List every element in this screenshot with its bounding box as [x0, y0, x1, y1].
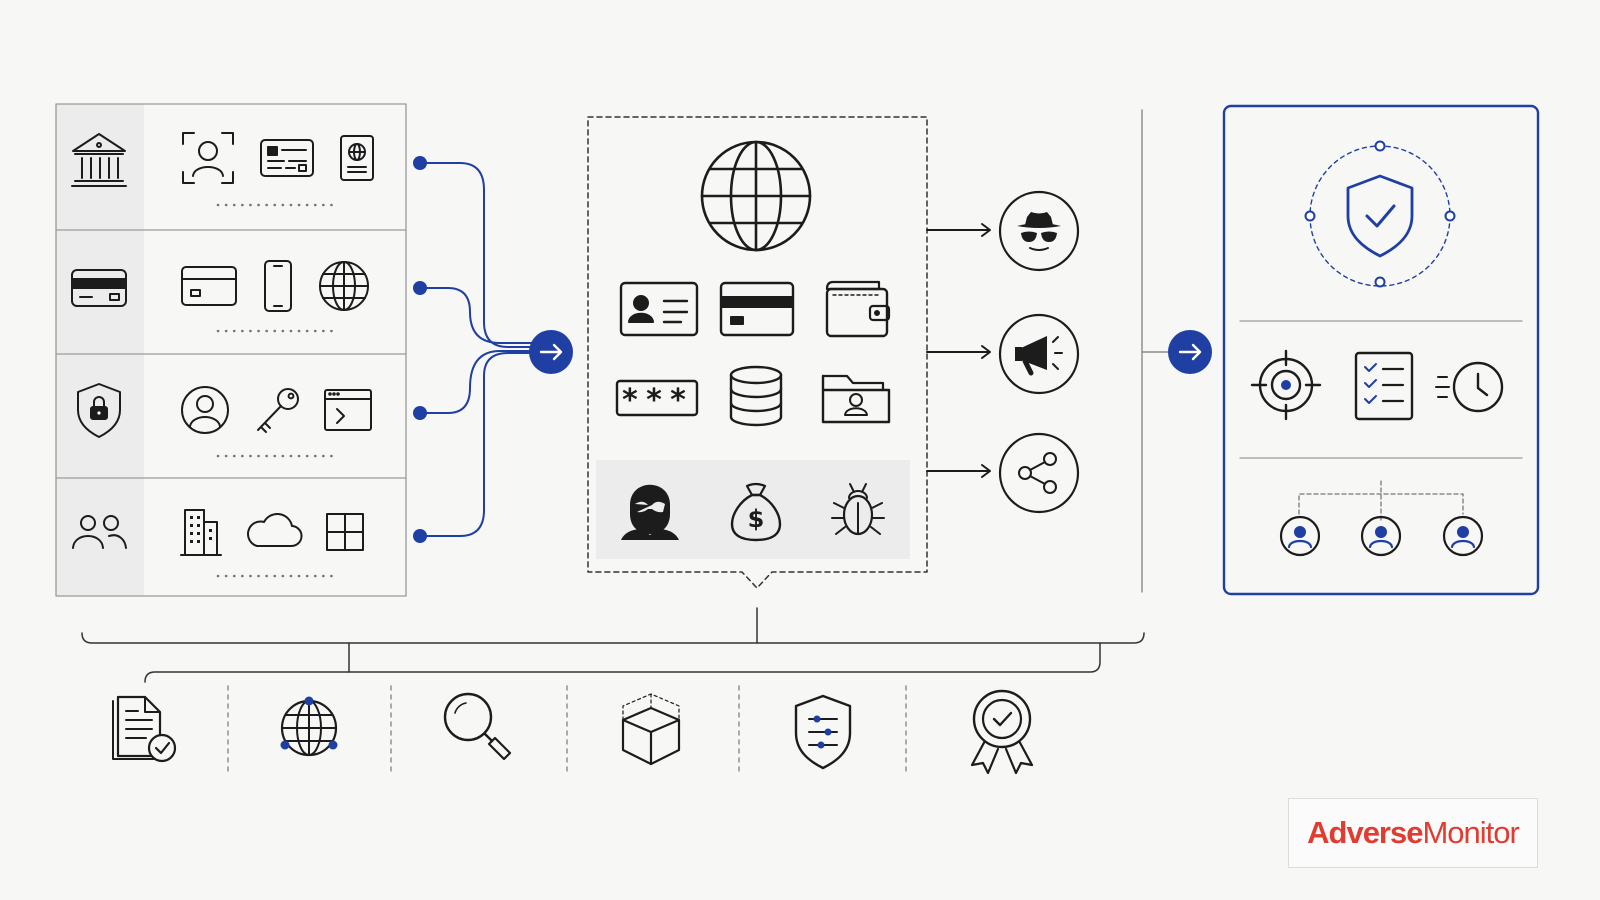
logo-text-part2: Monitor — [1422, 815, 1519, 850]
bug-icon — [831, 483, 885, 536]
id-card-icon — [260, 139, 314, 177]
bottom-dividers — [227, 685, 907, 773]
bottom-brackets — [81, 607, 1145, 683]
megaphone-icon — [998, 313, 1080, 395]
id-card-icon — [619, 281, 699, 337]
user-badge-icon — [1360, 515, 1402, 557]
network-globe-icon — [280, 696, 338, 757]
shield-check-icon — [1304, 140, 1456, 288]
terminal-window-icon — [324, 389, 372, 431]
box-icon — [621, 693, 681, 766]
passport-icon — [340, 135, 374, 181]
share-icon — [998, 432, 1080, 514]
merge-arrow-button[interactable] — [529, 330, 573, 374]
result-arrow-button[interactable] — [1168, 330, 1212, 374]
wallet-icon — [825, 280, 891, 338]
user-icon — [181, 386, 229, 434]
shield-settings-icon — [794, 694, 852, 770]
search-icon — [443, 692, 512, 761]
card-icon — [181, 266, 237, 306]
credit-card-icon — [719, 281, 795, 337]
fast-clock-icon — [1435, 361, 1504, 413]
checklist-icon — [1354, 351, 1414, 421]
spy-icon — [998, 190, 1080, 272]
target-icon — [1250, 349, 1322, 421]
center-panel: *** $ — [587, 116, 928, 589]
building-icon — [180, 509, 222, 556]
output-arrows — [926, 223, 991, 478]
masked-criminal-icon — [621, 484, 679, 540]
user-badge-icon — [1279, 515, 1321, 557]
cloud-icon — [247, 512, 303, 548]
team-hierarchy — [1279, 480, 1484, 557]
currency-symbol: $ — [748, 505, 765, 533]
face-scan-icon — [182, 132, 234, 184]
grid-icon — [326, 513, 364, 551]
large-globe-icon — [700, 140, 812, 252]
shield-lock-icon — [77, 383, 121, 438]
logo-text-part1: Adverse — [1307, 815, 1423, 850]
password-mask: *** — [621, 383, 693, 418]
smartphone-icon — [264, 260, 292, 312]
key-icon — [257, 388, 299, 433]
password-icon: *** — [615, 379, 699, 418]
database-icon — [729, 365, 783, 427]
source-connectors — [413, 156, 533, 543]
user-folder-icon — [821, 374, 891, 424]
money-bag-icon: $ — [730, 482, 782, 542]
source-panel — [55, 103, 407, 597]
credit-card-icon — [71, 269, 127, 307]
award-badge-icon — [970, 689, 1034, 775]
user-badge-icon — [1442, 515, 1484, 557]
document-check-icon — [112, 695, 177, 763]
users-icon — [72, 515, 127, 549]
globe-icon — [319, 261, 369, 311]
bank-icon — [71, 133, 127, 187]
result-panel — [1222, 104, 1540, 596]
